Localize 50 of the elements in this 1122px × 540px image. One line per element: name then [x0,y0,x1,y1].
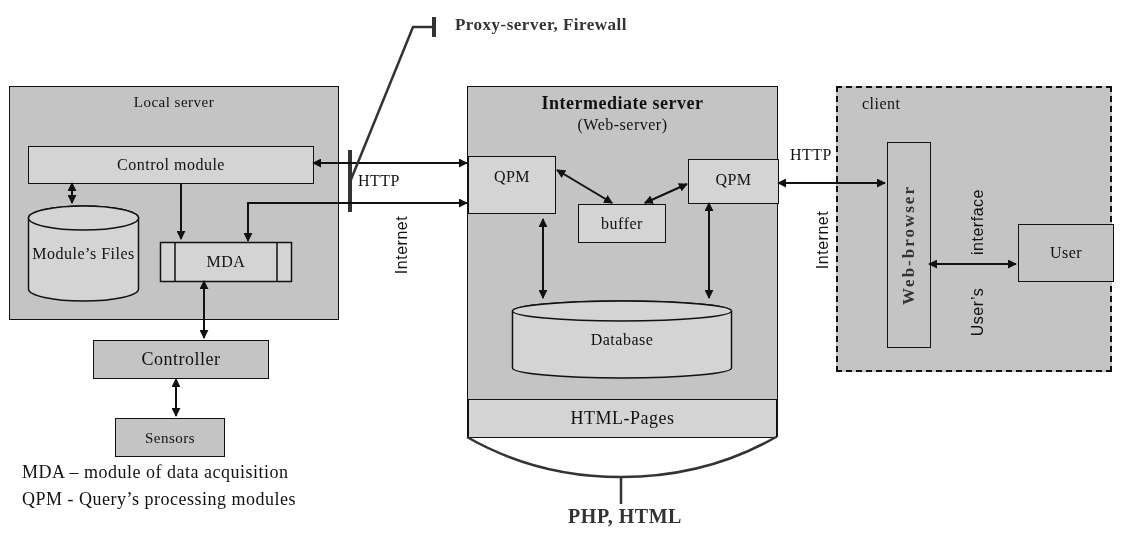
node-text: Controller [141,348,221,371]
node-text: QPM [493,167,531,187]
node-text: buffer [601,213,643,234]
qpm-box [688,159,779,204]
html-pages-box [468,399,777,438]
protocol-label: HTTP [358,172,400,190]
protocol-label: HTTP [790,146,832,164]
node-title: Intermediate server [541,93,704,115]
buffer-box [578,204,666,243]
arrow [176,182,186,240]
arrow [556,169,614,204]
arrow [538,218,548,299]
local-server-panel [9,86,339,320]
node-text: User [1049,243,1083,263]
node-text: HTML-Pages [570,407,675,430]
interface-label: User’s [969,287,987,337]
arrow [643,183,688,204]
arrow [928,259,1017,269]
arrow [243,198,468,242]
qpm-box [468,156,556,214]
arrow [704,202,714,299]
node-text: Control module [117,155,225,175]
node-text: (Web-server) [577,114,668,134]
node-text: QPM [715,170,752,190]
controller-box [93,340,269,379]
node-text: Database [590,329,654,350]
network-label: Internet [393,215,411,275]
node-text: Sensors [144,428,196,447]
node-text: Web-browser [899,185,919,305]
proxy-firewall-label: Proxy-server, Firewall [454,14,628,36]
arrow [777,178,886,188]
interface-label: interface [969,189,987,255]
legend-note: QPM - Query’s processing modules [22,489,296,510]
user-box [1018,224,1114,282]
web-browser-box [887,142,931,348]
intermediate-server-panel [467,86,778,437]
arrow [67,182,77,204]
leader-line [348,17,436,183]
network-label: Internet [814,210,832,270]
client-panel [836,86,1112,372]
control-module-box [28,146,314,184]
node-text: MDA [206,252,246,272]
node-title: Local server [133,93,215,111]
arrow [199,280,209,339]
arrow [171,378,181,417]
node-title: client [862,94,901,114]
arrow [312,158,468,168]
node-text: Module’s Files [32,243,135,264]
sensors-box [115,418,225,457]
php-html-label: PHP, HTML [568,504,682,528]
